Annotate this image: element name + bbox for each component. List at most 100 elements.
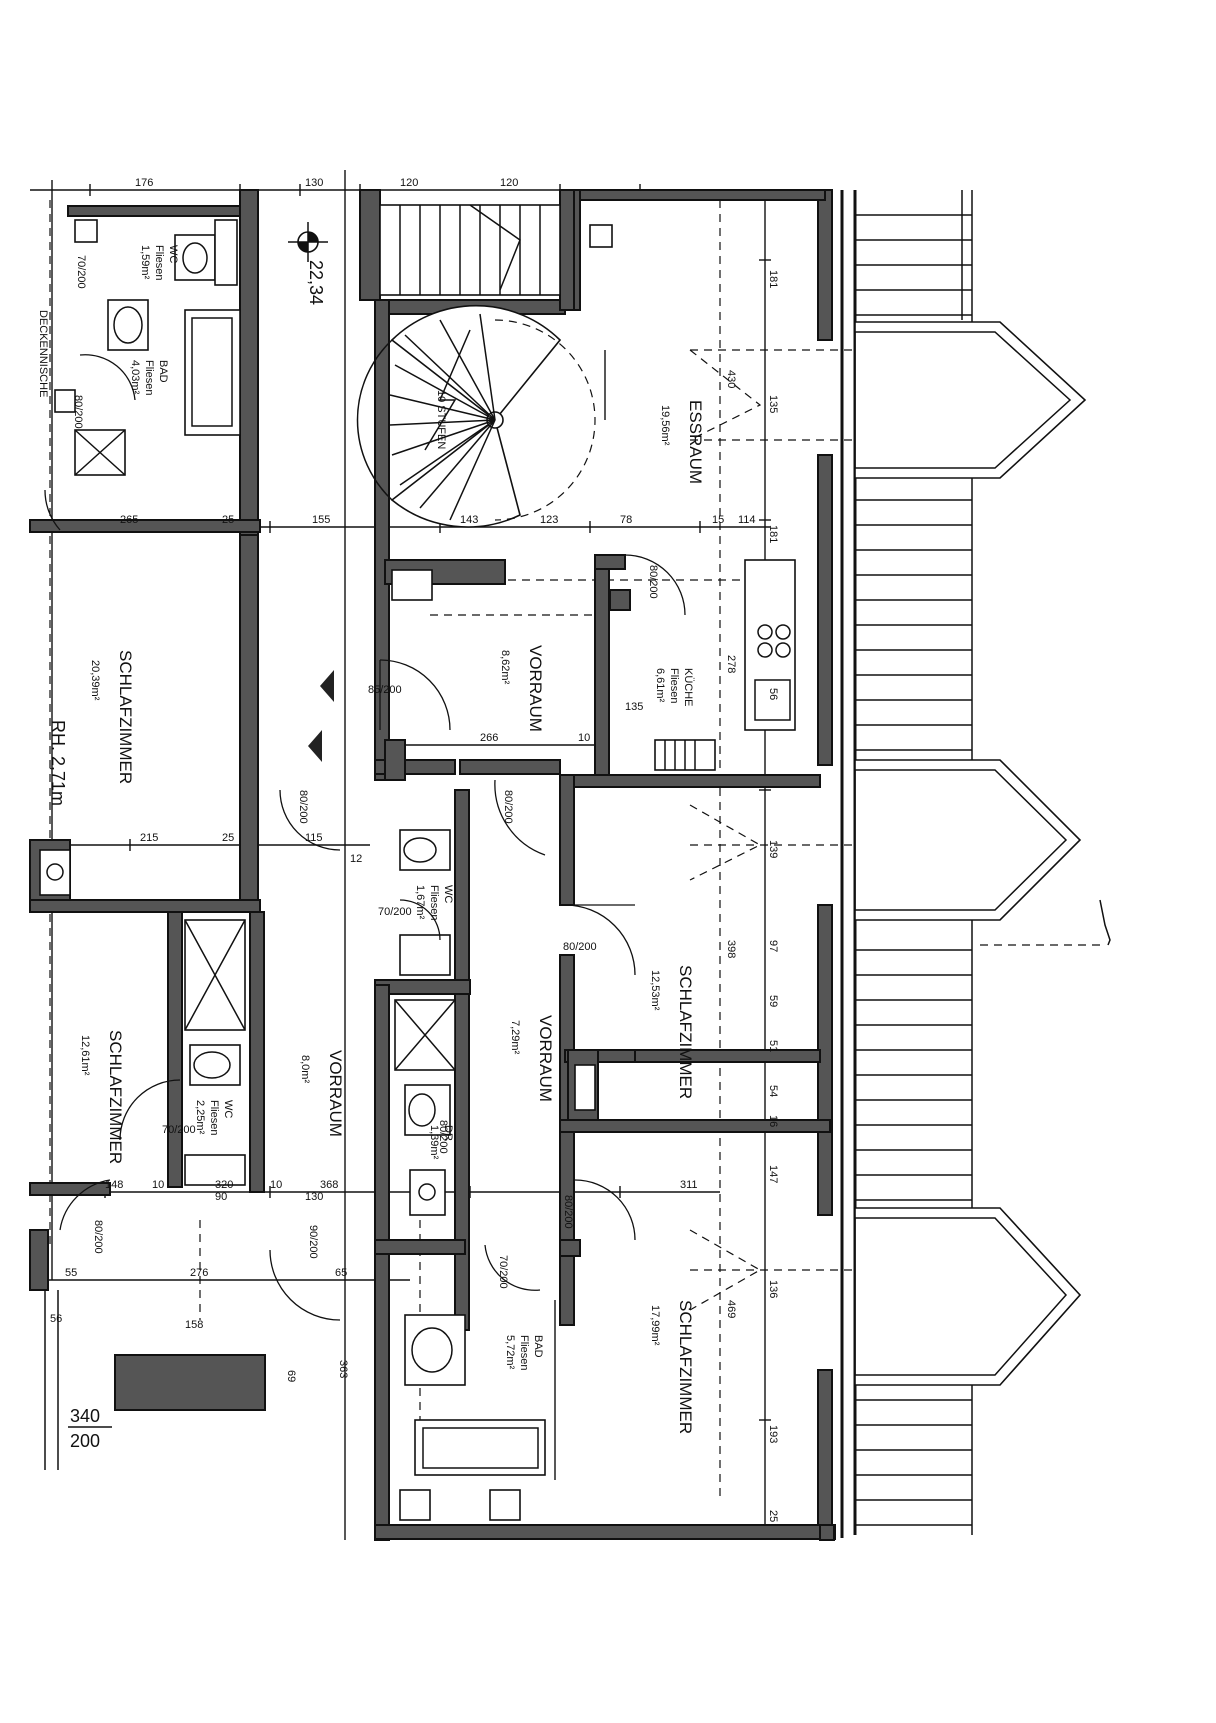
dim-outer-8: 114 <box>738 514 756 526</box>
room-labels: SCHLAFZIMMER 20,39m² SCHLAFZIMMER 12,61m… <box>79 245 705 1434</box>
room-area-essraum: 19,56m² <box>659 405 671 446</box>
room-name-wc-3: WC <box>222 1100 234 1118</box>
dim-mid-9: 368 <box>320 1179 338 1191</box>
dim-outer-3: 155 <box>312 514 330 526</box>
door-size-10: 70/200 <box>497 1255 509 1289</box>
dim-right-6: 56 <box>767 688 779 700</box>
room-name-kueche: KÜCHE <box>682 668 694 707</box>
dim-right-10: 59 <box>767 995 779 1007</box>
room-height-label: RH. 2,71m <box>48 720 68 806</box>
room-name-dr: DR <box>442 1125 454 1141</box>
room-area-bad-2: 5,72m² <box>504 1335 516 1370</box>
dim-right-13: 16 <box>767 1115 779 1127</box>
dim-mid-1: 266 <box>480 732 498 744</box>
dim-mid-10: 311 <box>680 1179 698 1191</box>
dim-right-12: 54 <box>767 1085 779 1097</box>
section-triangle-1 <box>320 670 334 702</box>
room-floor-wc-2: Fliesen <box>428 885 440 920</box>
stair-arrow <box>424 329 471 451</box>
dim-top-1: 176 <box>135 177 153 189</box>
room-area-vorraum-3: 8,0m² <box>299 1055 311 1083</box>
room-area-schlafzimmer-2: 12,61m² <box>79 1035 91 1076</box>
dim-right-11: 51 <box>767 1040 779 1052</box>
door-size-6: 80/200 <box>563 941 597 953</box>
dim-mid-11: 276 <box>190 1267 208 1279</box>
dim-mid-18: 10 <box>270 1179 282 1191</box>
room-floor-kueche: Fliesen <box>668 668 680 703</box>
dim-mid-19: 56 <box>50 1313 62 1325</box>
dim-right-3: 135 <box>767 395 779 413</box>
dim-right-8: 398 <box>725 940 737 958</box>
dim-top-2: 130 <box>305 177 323 189</box>
room-floor-bad-2: Fliesen <box>518 1335 530 1370</box>
room-name-schlafzimmer-4: SCHLAFZIMMER <box>676 1300 695 1434</box>
room-name-schlafzimmer-3: SCHLAFZIMMER <box>676 965 695 1099</box>
room-name-essraum: ESSRAUM <box>686 400 705 484</box>
door-size-4: 80/200 <box>502 790 514 824</box>
dim-mid-13: 65 <box>335 1267 347 1279</box>
room-area-wc-2: 1,67m² <box>414 885 426 920</box>
dim-right-17: 193 <box>767 1425 779 1443</box>
room-floor-wc-1: Fliesen <box>153 245 165 280</box>
room-name-bad-1: BAD <box>157 360 169 383</box>
room-name-schlafzimmer-1: SCHLAFZIMMER <box>116 650 135 784</box>
corner-label-a: 340 <box>70 1406 100 1426</box>
section-triangle-2 <box>308 730 322 762</box>
door-size-11: 80/200 <box>92 1220 104 1254</box>
room-name-wc-1: WC <box>167 245 179 263</box>
dim-outer-5: 123 <box>540 514 558 526</box>
dim-mid-16: 10 <box>152 1179 164 1191</box>
dim-right-9: 97 <box>767 940 779 952</box>
dim-right-4: 181 <box>767 525 779 543</box>
room-area-schlafzimmer-4: 17,99m² <box>649 1305 661 1346</box>
room-area-wc-3: 2,25m² <box>194 1100 206 1135</box>
dim-right-2: 430 <box>725 370 737 388</box>
door-size-8: 70/200 <box>162 1124 196 1136</box>
room-name-vorraum-3: VORRAUM <box>326 1050 345 1137</box>
dim-mid-12: 55 <box>65 1267 77 1279</box>
dim-mid-22: 363 <box>337 1360 349 1378</box>
dim-mid-8: 320 <box>215 1179 233 1191</box>
dim-outer-1: 265 <box>120 514 138 526</box>
door-size-9: 80/200 <box>562 1195 574 1229</box>
balcony <box>853 190 1111 1535</box>
dim-mid-6: 115 <box>305 832 323 844</box>
level-marker <box>288 222 328 262</box>
dim-right-14: 147 <box>767 1165 779 1183</box>
dim-mid-14: 148 <box>105 1179 123 1191</box>
door-size-7: 80/200 <box>297 790 309 824</box>
door-size-2: 85/200 <box>368 684 402 696</box>
dim-right-15: 136 <box>767 1280 779 1298</box>
door-size-3: 80/200 <box>647 565 659 599</box>
dim-right-5: 278 <box>725 655 737 673</box>
dim-right-18: 25 <box>767 1510 779 1522</box>
dim-outer-7: 15 <box>712 514 724 526</box>
dim-mid-5: 25 <box>222 832 234 844</box>
room-area-schlafzimmer-1: 20,39m² <box>89 660 101 701</box>
corner-label-b: 200 <box>70 1431 100 1451</box>
room-name-vorraum-2: VORRAUM <box>536 1015 555 1102</box>
dim-outer-6: 78 <box>620 514 632 526</box>
room-name-wc-2: WC <box>442 885 454 903</box>
door-sizes: 70/200 85/200 80/200 80/200 70/200 80/20… <box>72 255 659 1289</box>
dim-top-4: 120 <box>500 177 518 189</box>
dim-mid-20: 158 <box>185 1319 203 1331</box>
room-area-schlafzimmer-3: 12,53m² <box>649 970 661 1011</box>
level-label: 22,34 <box>306 260 326 305</box>
room-area-kueche: 6,61m² <box>654 668 666 703</box>
room-name-schlafzimmer-2: SCHLAFZIMMER <box>106 1030 125 1164</box>
dimension-texts: 176 130 120 120 265 25 155 143 123 78 15… <box>50 177 779 1522</box>
dim-mid-21: 69 <box>285 1370 297 1382</box>
door-size-14: 80/200 <box>72 395 84 429</box>
dim-mid-15: 90 <box>215 1191 227 1203</box>
dim-mid-3: 135 <box>625 701 643 713</box>
dim-right-7: 139 <box>767 840 779 858</box>
dim-top-3: 120 <box>400 177 418 189</box>
deckennische-label: DECKENNISCHE <box>37 310 49 397</box>
stairs <box>356 204 606 528</box>
room-name-vorraum-1: VORRAUM <box>526 645 545 732</box>
dim-right-16: 469 <box>725 1300 737 1318</box>
room-name-bad-2: BAD <box>532 1335 544 1358</box>
dim-mid-2: 10 <box>578 732 590 744</box>
dim-mid-4: 215 <box>140 832 158 844</box>
